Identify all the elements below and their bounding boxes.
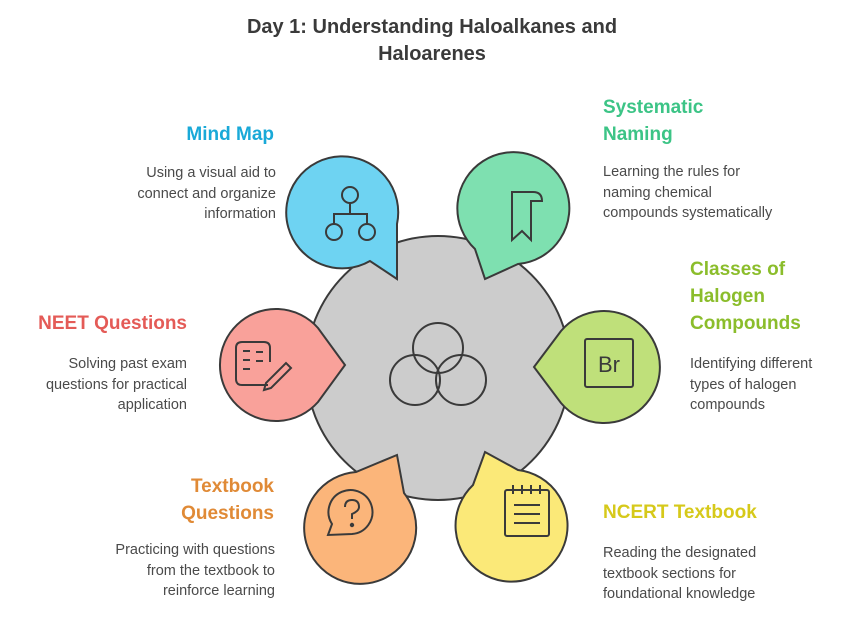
petal-neet-questions: [218, 308, 347, 422]
description-neet-questions: Solving past exam questions for practica…: [45, 356, 187, 413]
description-mind-map: Using a visual aid to connect and organi…: [137, 165, 276, 222]
bromine-element-icon: Br: [584, 338, 634, 388]
description-ncert-textbook: Reading the designated textbook sections…: [603, 545, 757, 602]
heading-neet-questions: NEET Questions: [38, 313, 187, 334]
question-bubble-icon: [326, 489, 374, 537]
page-title: Day 1: Understanding Haloalkanes and Hal…: [246, 16, 618, 65]
petal-systematic-naming: [456, 151, 571, 281]
scroll-icon: [511, 191, 544, 243]
heading-mind-map: Mind Map: [186, 124, 274, 145]
notepad-icon: [504, 485, 550, 537]
description-textbook-questions: Practicing with questions from the textb…: [115, 542, 275, 599]
heading-systematic-naming: Systematic Naming: [603, 97, 704, 145]
petal-textbook-questions: [303, 453, 418, 585]
heading-textbook-questions: Textbook Questions: [181, 476, 274, 524]
checklist-pencil-icon: [235, 341, 293, 392]
petal-mind-map: [285, 155, 400, 281]
description-halogen-compounds: Identifying different types of halogen c…: [690, 356, 813, 413]
petal-halogen-compounds: Br: [532, 310, 661, 424]
heading-ncert-textbook: NCERT Textbook: [603, 502, 757, 523]
network-icon: [325, 186, 376, 241]
petal-ncert-textbook: [454, 450, 569, 583]
description-systematic-naming: Learning the rules for naming chemical c…: [603, 164, 773, 221]
heading-halogen-compounds: Classes of Halogen Compounds: [690, 259, 801, 334]
three-circles-icon: [389, 322, 487, 406]
bromine-symbol: Br: [598, 352, 620, 377]
